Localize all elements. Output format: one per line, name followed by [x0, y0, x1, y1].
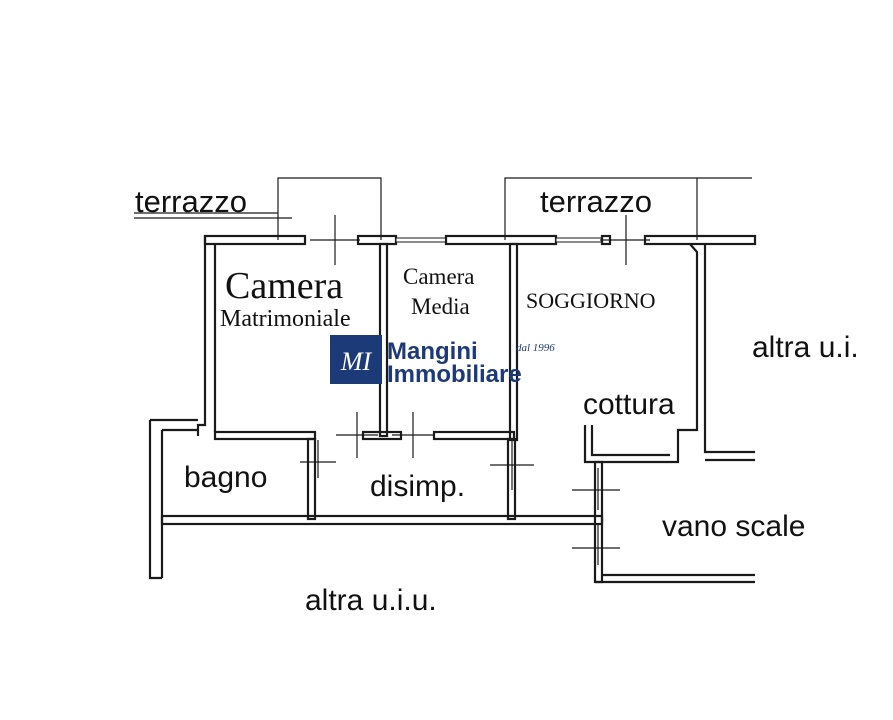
- logo-line1: Mangini: [387, 338, 478, 365]
- wall-top: [203, 234, 757, 246]
- label-vano-scale: vano scale: [662, 510, 805, 543]
- label-soggiorno: SOGGIORNO: [526, 288, 656, 313]
- logo-tagline: dal 1996: [516, 342, 555, 354]
- label-terrazzo-right: terrazzo: [540, 184, 652, 219]
- wall-soggiorno-right: [676, 243, 755, 462]
- wall-cottura: [583, 425, 680, 464]
- label-cottura: cottura: [583, 388, 675, 421]
- label-bagno: bagno: [184, 461, 267, 494]
- terrace-left: [134, 177, 382, 240]
- label-camera-media-sub: Media: [411, 294, 470, 319]
- label-altra-ui: altra u.i.: [752, 331, 859, 364]
- wall-bagno: [148, 418, 317, 580]
- logo-monogram-box: [330, 335, 382, 384]
- label-camera-matrimoniale-sub: Matrimoniale: [220, 306, 351, 332]
- label-camera-matrimoniale-title: Camera: [225, 265, 343, 307]
- label-terrazzo-left: terrazzo: [135, 184, 247, 219]
- label-altra-uiu: altra u.i.u.: [305, 584, 437, 617]
- brand-logo: MI Mangini Immobiliare dal 1996: [330, 335, 555, 388]
- logo-monogram: MI: [340, 347, 373, 376]
- label-disimp: disimp.: [370, 470, 465, 503]
- terrace-right: [504, 177, 752, 240]
- wall-vano-scale: [593, 460, 755, 584]
- door-markers: [300, 215, 650, 565]
- label-camera-media-title: Camera: [403, 264, 475, 289]
- logo-line2: Immobiliare: [387, 361, 522, 388]
